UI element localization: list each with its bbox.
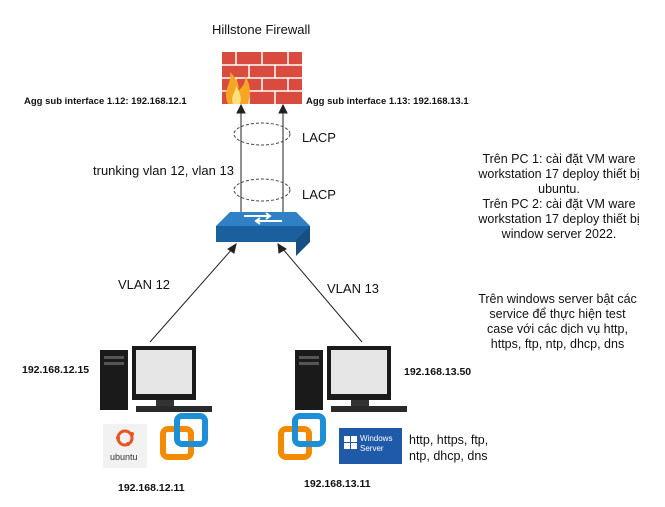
- ubuntu-label: ubuntu: [110, 452, 138, 462]
- vm1-ip-label: 192.168.12.11: [118, 482, 185, 494]
- pc1-icon: [100, 346, 212, 412]
- firewall-title: Hillstone Firewall: [212, 22, 311, 37]
- note-vmware-setup: Trên PC 1: cài đặt VM ware workstation 1…: [478, 152, 640, 241]
- agg-left-label: Agg sub interface 1.12: 192.168.12.1: [24, 96, 187, 107]
- lacp-bottom-label: LACP: [302, 187, 336, 202]
- vmware-logo-icon: [278, 413, 326, 460]
- vm2-ip-label: 192.168.13.11: [304, 478, 371, 490]
- services-list: http, https, ftp, ntp, dhcp, dns: [409, 433, 489, 463]
- agg-right-label: Agg sub interface 1.13: 192.168.13.1: [306, 96, 469, 107]
- firewall-icon: [222, 52, 302, 104]
- pc2-icon: [295, 346, 407, 412]
- vmware-logo-icon: [160, 413, 208, 460]
- note-services: Trên windows server bật các service để t…: [478, 292, 637, 351]
- trunking-label: trunking vlan 12, vlan 13: [93, 163, 234, 178]
- vlan-right-label: VLAN 13: [327, 281, 380, 296]
- windows-label: Windows: [360, 434, 393, 443]
- lacp-top-label: LACP: [302, 130, 336, 145]
- ubuntu-logo-icon: [103, 424, 147, 468]
- windows-server-logo-icon: [339, 428, 402, 464]
- vlan-left-label: VLAN 12: [118, 277, 171, 292]
- switch-icon: [216, 212, 310, 256]
- server-label: Server: [360, 444, 384, 453]
- pc1-ip-label: 192.168.12.15: [22, 364, 90, 376]
- pc2-ip-label: 192.168.13.50: [404, 366, 472, 378]
